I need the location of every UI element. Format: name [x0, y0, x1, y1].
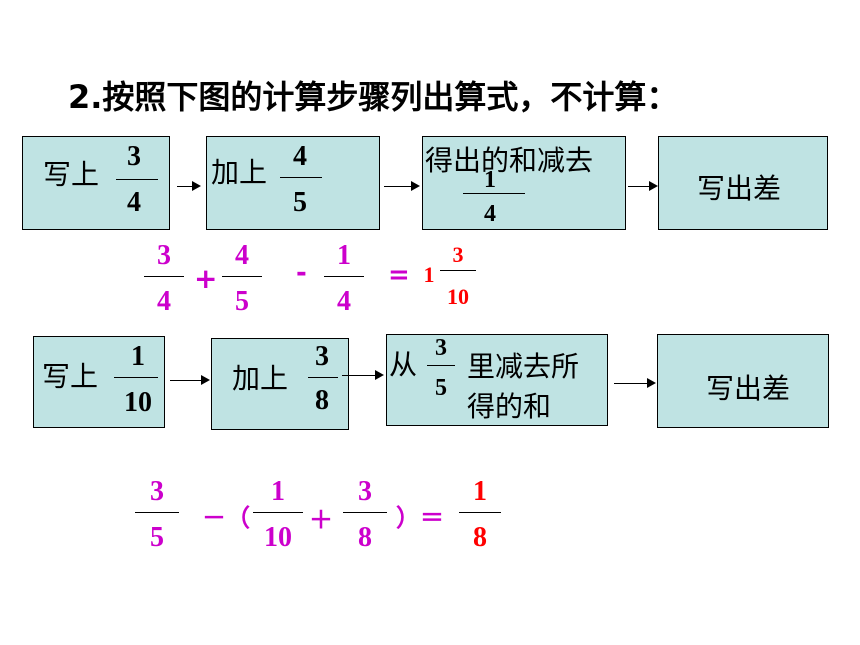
arrow-icon [384, 181, 420, 191]
arrow-icon [177, 181, 201, 191]
fraction-numerator: 3 [435, 335, 447, 361]
fraction-bar [116, 179, 158, 180]
arrow-icon [342, 370, 384, 380]
equals-sign: = [388, 260, 410, 290]
fraction-bar [427, 365, 455, 366]
fraction-bar [324, 276, 364, 277]
fraction-numerator: 1 [484, 167, 496, 193]
eq1-result-whole: 1 [423, 262, 435, 287]
fraction-denominator: 8 [315, 385, 329, 416]
step-label-line1: 里减去所 [467, 350, 580, 383]
eq1-result-den: 10 [447, 284, 469, 309]
eq2-f2-den: 10 [264, 522, 292, 553]
step-box-2: 加上 4 5 [206, 136, 380, 230]
step-box-3: 得出的和减去 1 4 [422, 136, 626, 230]
step-label: 写出差 [697, 172, 782, 205]
fraction-numerator: 3 [127, 141, 141, 172]
eq2-f1-den: 5 [150, 522, 164, 553]
fraction-denominator: 4 [484, 201, 496, 227]
step-label: 从 [389, 348, 418, 381]
problem-title: 2.按照下图的计算步骤列出算式，不计算： [68, 78, 679, 116]
fraction-bar [280, 177, 322, 178]
step-label: 加上 [211, 156, 268, 189]
step-label: 加上 [232, 362, 289, 395]
fraction-bar [135, 512, 179, 513]
fraction-bar [463, 193, 525, 194]
eq2-result-den: 8 [473, 522, 487, 553]
fraction-bar [144, 276, 184, 277]
step-label-line2: 得的和 [467, 390, 552, 423]
plus-sign: + [194, 262, 218, 295]
fraction-bar [440, 270, 476, 271]
minus-sign: - [296, 258, 307, 288]
eq1-f3-den: 4 [337, 286, 351, 317]
fraction-bar [459, 512, 501, 513]
step-label: 写上 [43, 158, 100, 191]
fraction-numerator: 3 [315, 341, 329, 372]
step-label: 得出的和减去 [425, 144, 594, 177]
plus-sign: ＋ [309, 506, 333, 534]
eq1-f2-num: 4 [235, 240, 249, 271]
arrow-icon [628, 181, 658, 191]
eq2-f2-num: 1 [271, 476, 285, 507]
arrow-icon [170, 375, 210, 385]
eq1-f3-num: 1 [337, 240, 351, 271]
minus-paren: －（ [202, 504, 250, 532]
arrow-icon [614, 378, 656, 388]
step-box-6: 加上 3 8 [211, 338, 349, 430]
eq1-f2-den: 5 [235, 286, 249, 317]
fraction-denominator: 4 [127, 187, 141, 218]
paren-equals: ）＝ [396, 504, 444, 532]
fraction-numerator: 1 [131, 341, 145, 372]
fraction-denominator: 10 [124, 387, 152, 418]
eq1-f1-den: 4 [157, 286, 171, 317]
eq2-f3-num: 3 [358, 476, 372, 507]
step-label: 写出差 [706, 372, 791, 405]
fraction-bar [343, 512, 387, 513]
fraction-bar [114, 377, 158, 378]
step-box-7: 从 3 5 里减去所 得的和 [386, 334, 608, 426]
fraction-bar [222, 276, 262, 277]
eq2-f3-den: 8 [358, 522, 372, 553]
fraction-numerator: 4 [293, 141, 307, 172]
fraction-bar [308, 377, 338, 378]
eq1-f1-num: 3 [157, 240, 171, 271]
eq1-result-num: 3 [452, 242, 464, 267]
fraction-denominator: 5 [293, 187, 307, 218]
fraction-bar [253, 512, 303, 513]
step-box-8: 写出差 [657, 334, 829, 428]
eq2-f1-num: 3 [150, 476, 164, 507]
step-box-1: 写上 3 4 [22, 136, 170, 230]
step-box-4: 写出差 [658, 136, 828, 230]
step-label: 写上 [42, 360, 99, 393]
fraction-denominator: 5 [435, 375, 447, 401]
eq2-result-num: 1 [473, 476, 487, 507]
step-box-5: 写上 1 10 [33, 336, 165, 428]
